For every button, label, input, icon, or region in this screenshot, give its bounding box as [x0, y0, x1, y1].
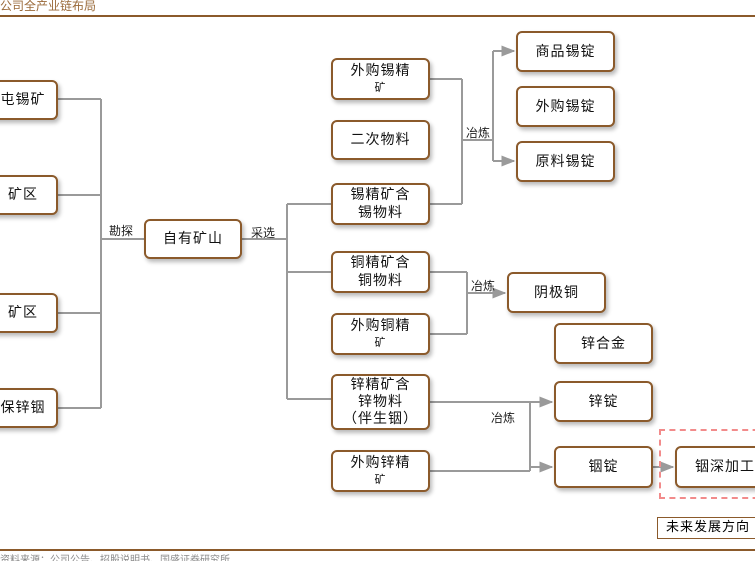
- commodity-tin-ingot-box: 商品锡锭: [516, 31, 615, 72]
- zinc-concentrate-box: 锌精矿含 锌物料 （伴生铟）: [331, 374, 430, 430]
- purchased-tin-ingot-box: 外购锡锭: [516, 86, 615, 127]
- cathode-copper-box: 阴极铜: [507, 272, 606, 313]
- mine-label: 保锌铟: [0, 400, 46, 416]
- edge-label-smelt-tin: 冶炼: [466, 126, 491, 140]
- edge-label-exploration: 勘探: [109, 224, 134, 238]
- legend-future-direction: 未来发展方向: [657, 517, 755, 539]
- own-mine-box: 自有矿山: [144, 219, 242, 259]
- edge-label-smelt-zinc: 冶炼: [491, 411, 516, 425]
- purchased-zinc-concentrate-box: 外购锌精 矿: [331, 450, 430, 492]
- mine-label: 屯锡矿: [0, 92, 46, 108]
- edge-label-smelt-copper: 冶炼: [471, 279, 496, 293]
- future-direction-frame: [659, 429, 755, 499]
- edge-label-mining: 采选: [251, 226, 276, 240]
- mine-box-1: 屯锡矿: [0, 80, 58, 120]
- tin-concentrate-box: 锡精矿含 锡物料: [331, 183, 430, 225]
- purchased-tin-concentrate-box: 外购锡精 矿: [331, 58, 430, 100]
- footer-divider: [0, 549, 755, 551]
- mine-box-3: 矿区: [0, 293, 58, 333]
- mine-box-4: 保锌铟: [0, 388, 58, 428]
- mine-box-2: 矿区: [0, 175, 58, 215]
- mine-label: 矿区: [8, 187, 38, 203]
- copper-concentrate-box: 铜精矿含 铜物料: [331, 251, 430, 293]
- zinc-alloy-box: 锌合金: [554, 323, 653, 364]
- mine-label: 矿区: [8, 305, 38, 321]
- indium-ingot-box: 铟锭: [554, 446, 653, 488]
- purchased-copper-concentrate-box: 外购铜精 矿: [331, 313, 430, 355]
- indium-processing-box: 铟深加工: [675, 446, 755, 488]
- zinc-ingot-box: 锌锭: [554, 381, 653, 422]
- header-divider: [0, 15, 755, 17]
- source-note: 资料来源：公司公告、招股说明书、国盛证券研究所: [0, 555, 230, 561]
- raw-tin-ingot-box: 原料锡锭: [516, 141, 615, 182]
- secondary-material-box: 二次物料: [331, 120, 430, 160]
- page-title: 公司全产业链布局: [0, 0, 97, 13]
